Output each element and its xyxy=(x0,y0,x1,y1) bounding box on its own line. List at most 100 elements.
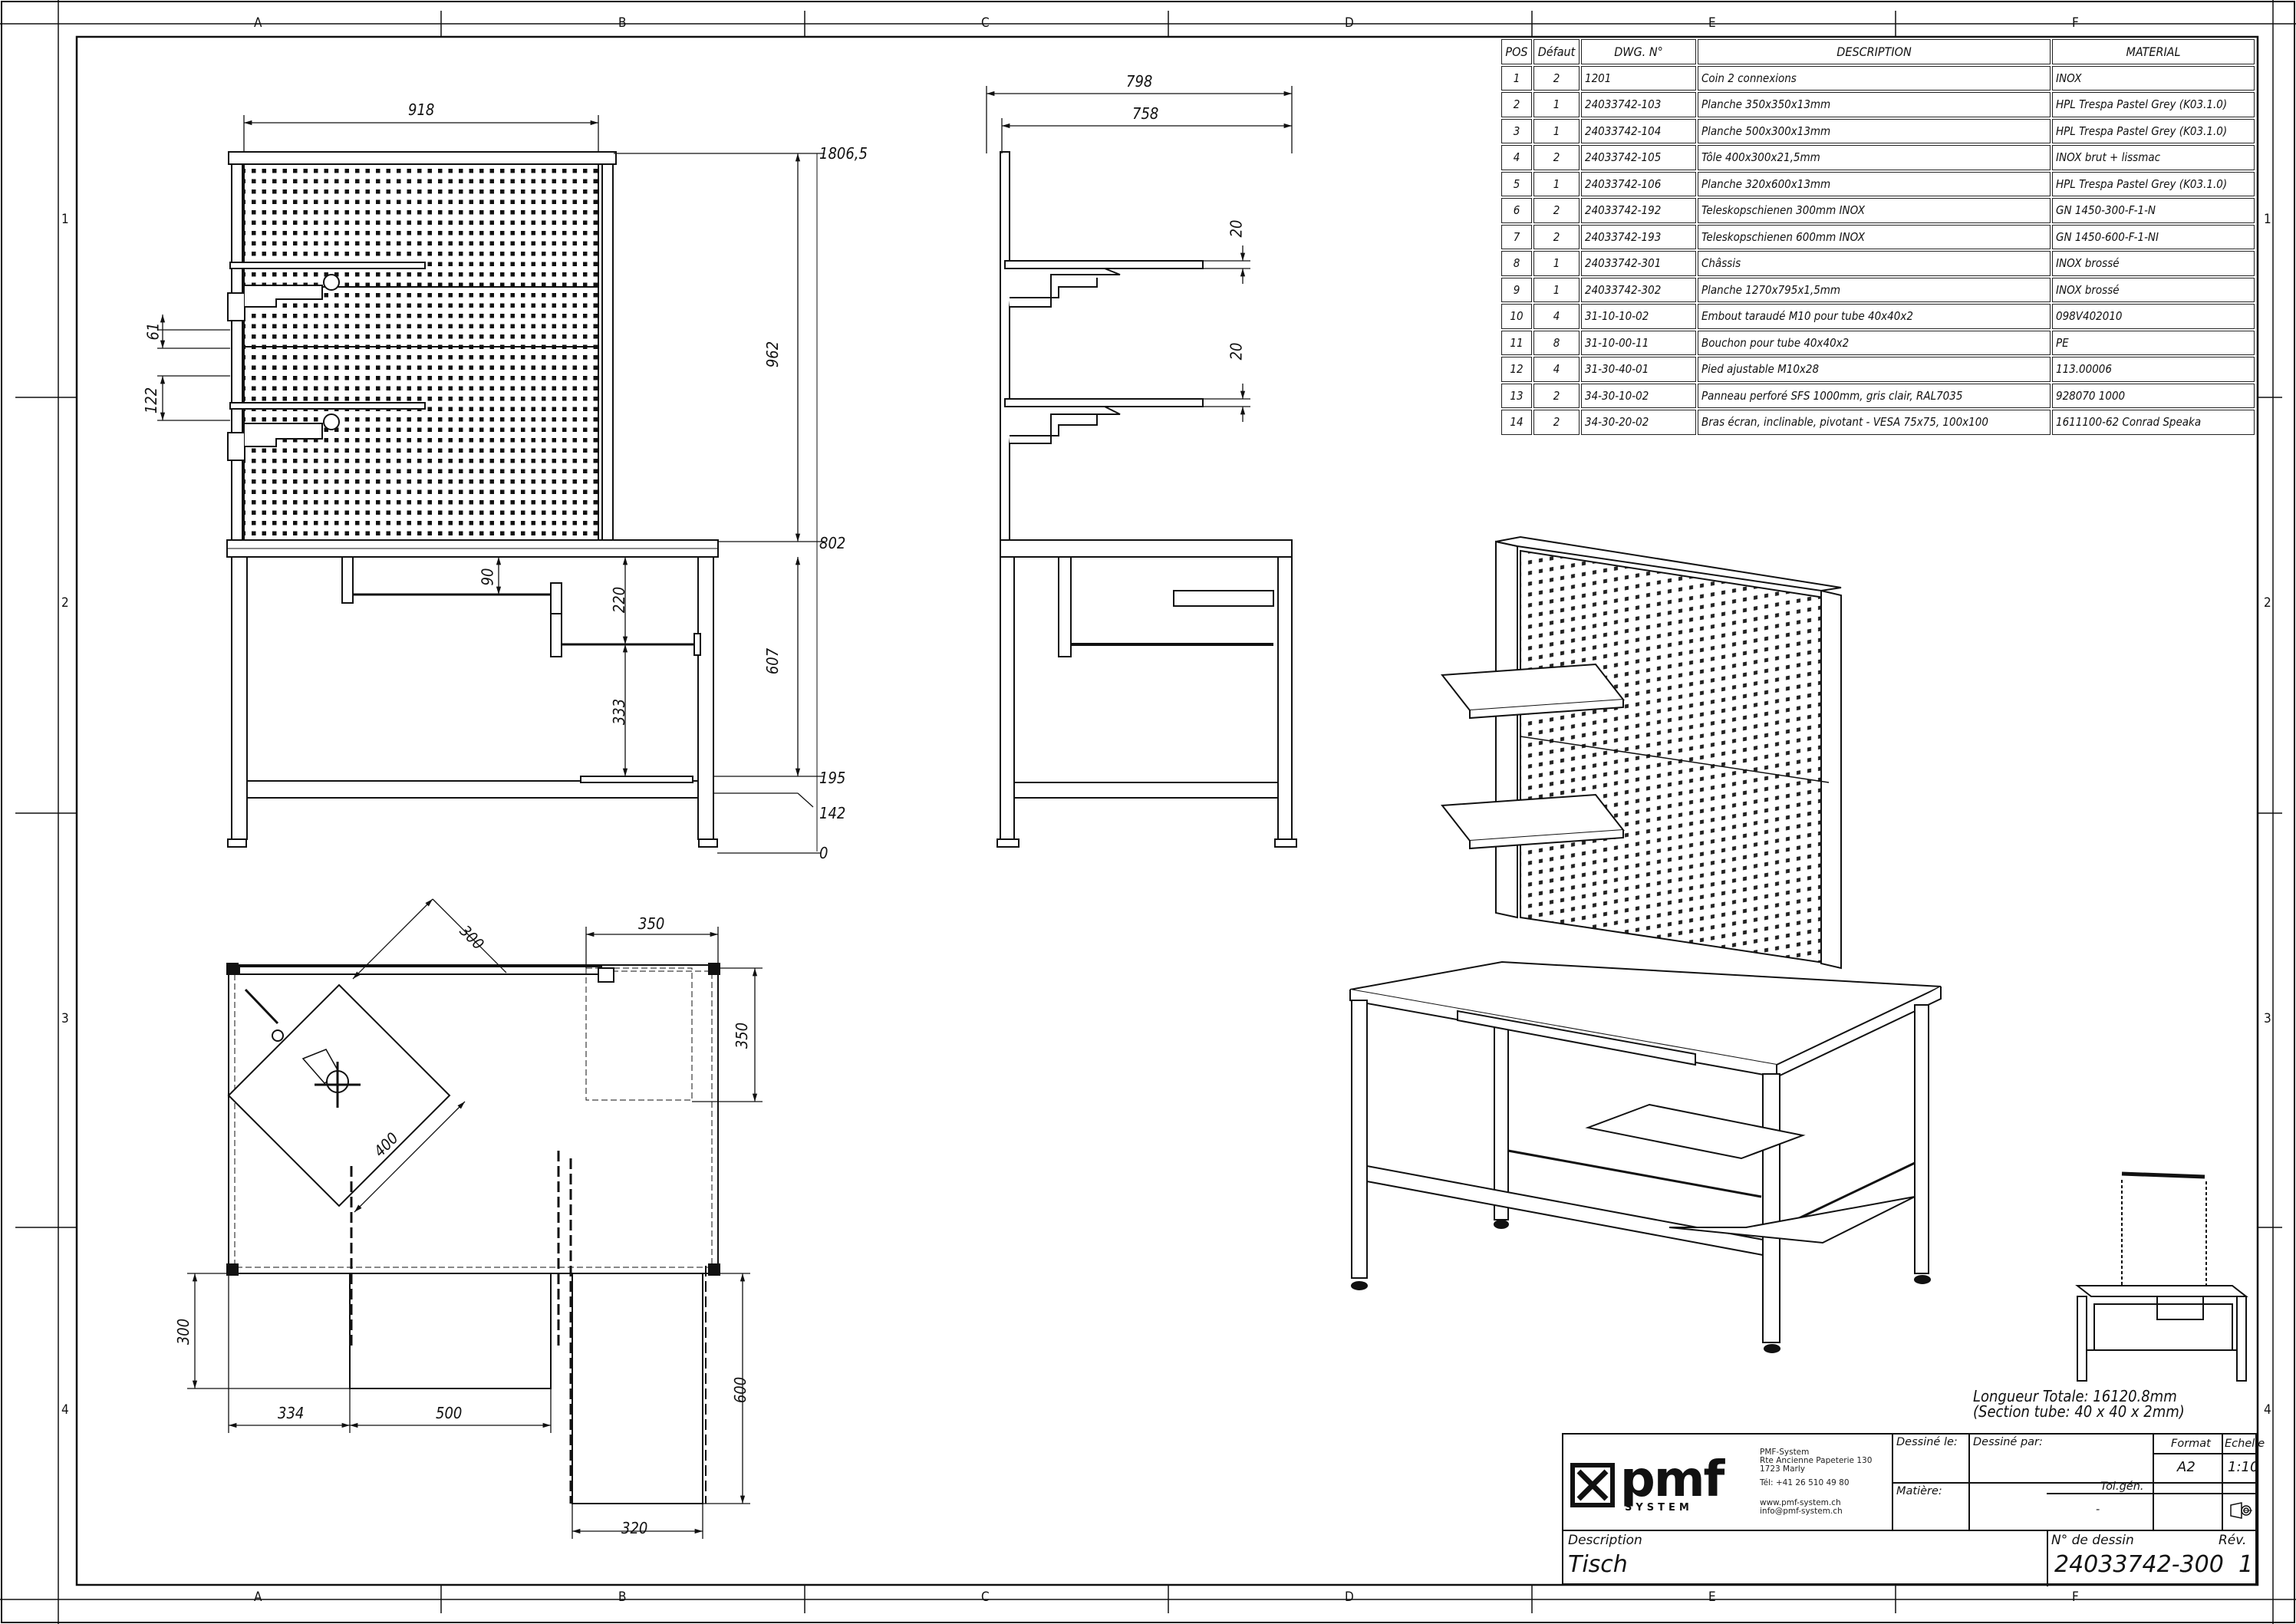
row-label-3-left: 3 xyxy=(61,1011,69,1026)
parts-cell: 4 xyxy=(1533,357,1580,382)
parts-cell: 2 xyxy=(1533,198,1580,223)
parts-cell: 31-30-40-01 xyxy=(1581,357,1696,382)
dim-350-top: 350 xyxy=(638,914,665,933)
parts-cell: 1201 xyxy=(1581,65,1696,91)
parts-cell: 11 xyxy=(1501,330,1532,355)
dim-61: 61 xyxy=(143,322,163,341)
parts-cell: HPL Trespa Pastel Grey (K03.1.0) xyxy=(2052,92,2255,117)
parts-cell: Planche 320x600x13mm xyxy=(1698,171,2051,196)
parts-cell: 24033742-103 xyxy=(1581,92,1696,117)
parts-cell: Panneau perforé SFS 1000mm, gris clair, … xyxy=(1698,383,2051,408)
dim-334: 334 xyxy=(278,1404,305,1422)
col-label-d-bottom: D xyxy=(1345,1589,1354,1605)
dim-802: 802 xyxy=(819,534,846,552)
dim-142: 142 xyxy=(819,804,846,822)
col-label-e-top: E xyxy=(1708,15,1716,31)
dim-1806-5: 1806,5 xyxy=(819,144,868,163)
echelle-value: 1:10 xyxy=(2228,1459,2259,1475)
col-material: MATERIAL xyxy=(2052,39,2255,64)
col-pos: POS xyxy=(1501,39,1532,64)
dim-962: 962 xyxy=(763,341,782,368)
col-label-a-top: A xyxy=(254,15,262,31)
dim-607: 607 xyxy=(763,647,782,675)
parts-cell: 2 xyxy=(1501,92,1532,117)
side-view xyxy=(986,86,1297,848)
tol-gen-label: Tol.gén. xyxy=(2100,1481,2144,1493)
parts-cell: 8 xyxy=(1501,251,1532,276)
parts-cell: 4 xyxy=(1533,304,1580,329)
dessine-le-label: Dessiné le: xyxy=(1896,1436,1958,1448)
dim-0: 0 xyxy=(819,844,828,862)
dim-320: 320 xyxy=(621,1519,648,1537)
parts-cell: 24033742-301 xyxy=(1581,251,1696,276)
parts-cell: 12 xyxy=(1501,357,1532,382)
parts-cell: 24033742-193 xyxy=(1581,224,1696,249)
col-dwg: DWG. N° xyxy=(1581,39,1696,64)
dim-333: 333 xyxy=(610,698,629,726)
parts-cell: PE xyxy=(2052,330,2255,355)
parts-cell: Teleskopschienen 300mm INOX xyxy=(1698,198,2051,223)
parts-cell: HPL Trespa Pastel Grey (K03.1.0) xyxy=(2052,171,2255,196)
logo-subtext: SYSTEM xyxy=(1625,1502,1693,1514)
description-label: Description xyxy=(1568,1533,1642,1548)
parts-cell: Embout taraudé M10 pour tube 40x40x2 xyxy=(1698,304,2051,329)
tube-section-note: (Section tube: 40 x 40 x 2mm) xyxy=(1973,1402,2185,1421)
revision-value: 1 xyxy=(2238,1551,2254,1578)
row-label-3-right: 3 xyxy=(2264,1011,2271,1026)
parts-cell: 24033742-105 xyxy=(1581,145,1696,170)
logo-text: pmf xyxy=(1620,1451,1724,1508)
col-label-d-top: D xyxy=(1345,15,1354,31)
parts-cell: INOX brossé xyxy=(2052,277,2255,302)
col-label-e-bottom: E xyxy=(1708,1589,1716,1605)
dim-20-upper: 20 xyxy=(1227,219,1246,238)
parts-cell: 14 xyxy=(1501,410,1532,435)
company-email: info@pmf-system.ch xyxy=(1760,1507,1843,1516)
isometric-view xyxy=(1349,535,1942,1353)
parts-cell: 2 xyxy=(1533,145,1580,170)
col-label-c-bottom: C xyxy=(981,1589,990,1605)
parts-cell: 4 xyxy=(1501,145,1532,170)
dim-500: 500 xyxy=(436,1404,463,1422)
dim-798: 798 xyxy=(1126,72,1153,91)
parts-cell: Planche 500x300x13mm xyxy=(1698,118,2051,143)
col-label-b-top: B xyxy=(618,15,627,31)
row-label-2-right: 2 xyxy=(2264,595,2271,611)
parts-cell: 1 xyxy=(1533,171,1580,196)
total-length-note: Longueur Totale: 16120.8mm xyxy=(1973,1387,2177,1405)
parts-cell: 1 xyxy=(1533,277,1580,302)
matiere-label: Matière: xyxy=(1896,1485,1942,1497)
col-label-f-top: F xyxy=(2072,15,2079,31)
top-view xyxy=(187,898,763,1539)
pmf-logo xyxy=(1570,1463,1615,1507)
title-block: pmf SYSTEM PMF-System Rte Ancienne Papet… xyxy=(1562,1433,2265,1586)
parts-cell: 113.00006 xyxy=(2052,357,2255,382)
parts-cell: 1 xyxy=(1533,251,1580,276)
parts-cell: 098V402010 xyxy=(2052,304,2255,329)
parts-cell: 2 xyxy=(1533,383,1580,408)
parts-cell: 24033742-302 xyxy=(1581,277,1696,302)
notes: Longueur Totale: 16120.8mm (Section tube… xyxy=(1973,1388,2185,1419)
parts-cell: HPL Trespa Pastel Grey (K03.1.0) xyxy=(2052,118,2255,143)
parts-cell: INOX xyxy=(2052,65,2255,91)
parts-cell: Planche 350x350x13mm xyxy=(1698,92,2051,117)
parts-cell: Pied ajustable M10x28 xyxy=(1698,357,2051,382)
echelle-label: Echelle xyxy=(2225,1438,2265,1450)
parts-cell: 31-10-00-11 xyxy=(1581,330,1696,355)
parts-cell: 2 xyxy=(1533,224,1580,249)
dim-122: 122 xyxy=(142,387,161,414)
dessine-par-label: Dessiné par: xyxy=(1973,1436,2043,1448)
col-defaut: Défaut xyxy=(1533,39,1580,64)
